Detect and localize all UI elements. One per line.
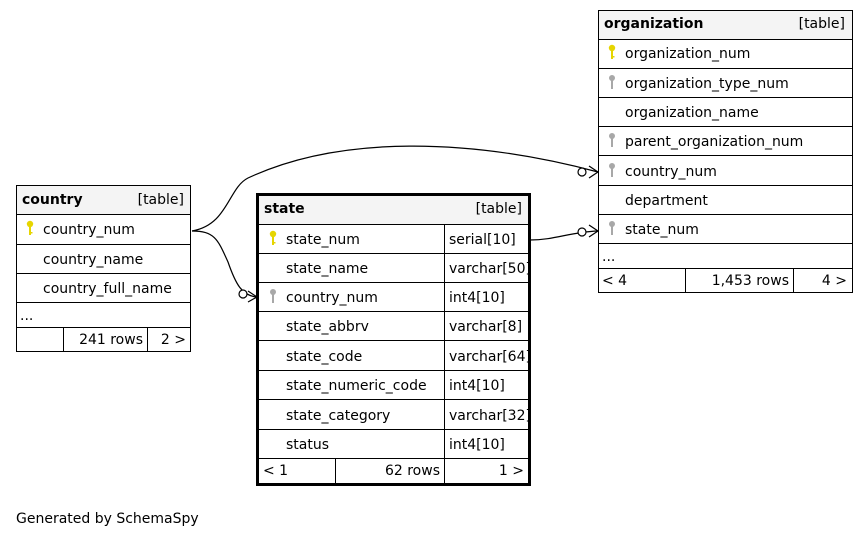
table-row-count: 241 rows: [79, 332, 143, 348]
table-row: country_full_name: [43, 281, 172, 297]
relation-country-state-optional-marker: [238, 289, 248, 299]
key-icon: [269, 230, 277, 245]
key-icon: [26, 220, 34, 235]
table-row: country_num: [26, 220, 135, 238]
table-footer-right: 4 >: [822, 273, 847, 289]
column-name: state_numeric_code: [286, 378, 427, 394]
column-type: int4[10]: [449, 378, 505, 394]
table-type-label: [table]: [799, 16, 845, 32]
column-type: int4[10]: [449, 290, 505, 306]
table-title: country: [22, 192, 83, 208]
foreign-key-icon: [270, 289, 276, 303]
table-row: state_num serial[10]: [269, 230, 516, 248]
foreign-key-icon: [609, 75, 615, 89]
table-state: state [table] state_num serial[10] state…: [256, 193, 531, 486]
table-type-label: [table]: [138, 192, 184, 208]
relation-country-organization-optional-marker: [577, 167, 587, 177]
generated-by-footer: Generated by SchemaSpy: [16, 511, 199, 527]
table-row: organization_num: [608, 44, 750, 62]
column-name: country_num: [286, 290, 378, 306]
column-name: country_num: [625, 164, 717, 180]
table-row: state_numeric_code int4[10]: [286, 378, 505, 394]
table-title: organization: [604, 16, 703, 32]
table-ellipsis: ...: [20, 308, 33, 324]
table-row: country_name: [43, 252, 143, 268]
relation-state-organization-optional-marker: [577, 227, 587, 237]
table-row: organization_name: [625, 105, 759, 121]
column-name: state_name: [286, 261, 368, 277]
table-row-count: 62 rows: [385, 463, 440, 479]
table-country: country [table] country_num country_name…: [16, 185, 191, 352]
table-footer-right: 2 >: [161, 332, 186, 348]
foreign-key-icon: [609, 221, 615, 235]
column-name: status: [286, 437, 329, 453]
column-name: country_num: [43, 222, 135, 238]
column-name: state_code: [286, 349, 362, 365]
table-row: state_abbrv varchar[8]: [286, 319, 522, 335]
table-ellipsis: ...: [602, 249, 615, 265]
column-type: varchar[64]: [449, 349, 531, 365]
column-type: varchar[50]: [449, 261, 531, 277]
column-name: state_category: [286, 408, 390, 424]
table-row: status int4[10]: [286, 437, 505, 453]
table-row: state_num: [609, 221, 699, 238]
column-type: int4[10]: [449, 437, 505, 453]
table-footer-right: 1 >: [499, 463, 524, 479]
table-organization: organization [table] organization_num or…: [598, 10, 853, 293]
relation-country-organization-crowfoot: [588, 165, 599, 179]
column-name: organization_type_num: [625, 76, 789, 92]
table-row-count: 1,453 rows: [712, 273, 789, 289]
table-row: state_code varchar[64]: [286, 349, 531, 365]
table-row: organization_type_num: [609, 75, 789, 92]
relation-country-organization: [191, 145, 599, 232]
column-name: parent_organization_num: [625, 134, 803, 150]
table-row: parent_organization_num: [609, 133, 803, 150]
column-name: organization_num: [625, 46, 750, 62]
table-row: country_num int4[10]: [270, 289, 505, 306]
column-name: state_abbrv: [286, 319, 369, 335]
relation-state-organization-crowfoot: [588, 224, 599, 238]
relation-country-state-crowfoot: [247, 290, 258, 303]
foreign-key-icon: [609, 133, 615, 147]
column-type: varchar[32]: [449, 408, 531, 424]
column-type: varchar[8]: [449, 319, 522, 335]
table-row: state_name varchar[50]: [286, 261, 531, 277]
column-name: state_num: [625, 222, 699, 238]
foreign-key-icon: [609, 163, 615, 177]
column-name: department: [625, 193, 708, 209]
column-name: country_full_name: [43, 281, 172, 297]
table-row: department: [625, 193, 708, 209]
table-row: state_category varchar[32]: [286, 408, 531, 424]
relation-country-state: [191, 230, 257, 298]
column-name: country_name: [43, 252, 143, 268]
table-title: state: [264, 201, 305, 217]
table-type-label: [table]: [476, 201, 522, 217]
relation-state-organization: [529, 230, 599, 241]
table-footer-left: < 1: [263, 463, 288, 479]
table-row: country_num: [609, 163, 717, 180]
key-icon: [608, 44, 616, 59]
column-name: state_num: [286, 232, 360, 248]
column-type: serial[10]: [449, 232, 516, 248]
column-name: organization_name: [625, 105, 759, 121]
table-footer-left: < 4: [602, 273, 627, 289]
